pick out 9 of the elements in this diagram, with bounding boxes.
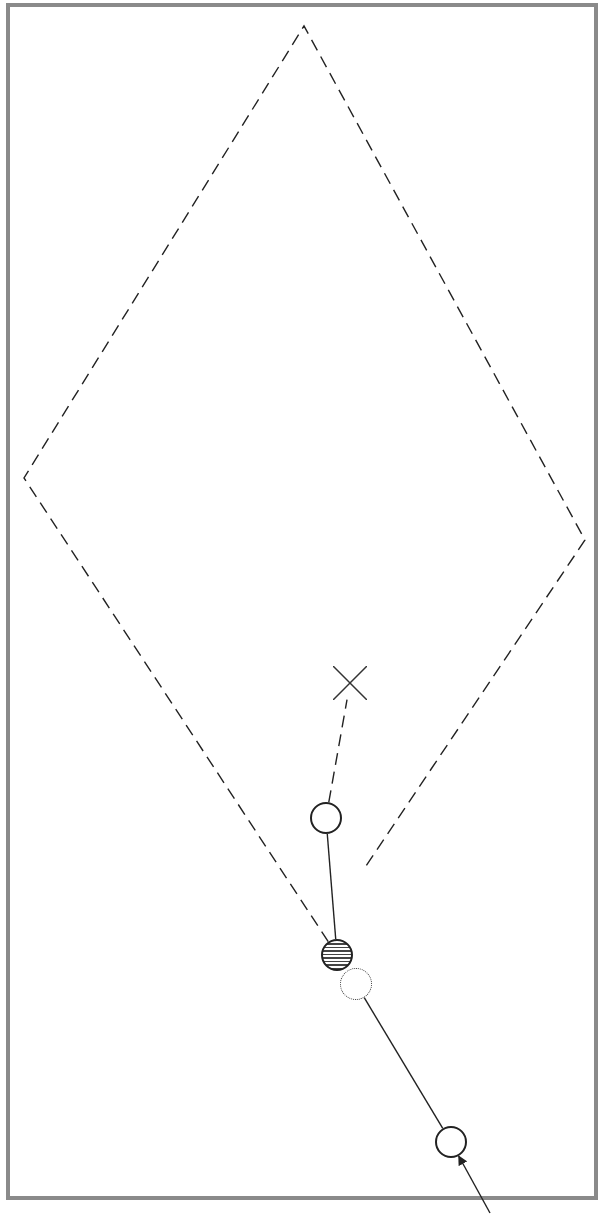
dashed-line (328, 699, 348, 803)
cross-mark (333, 666, 367, 700)
connector-line (363, 997, 444, 1129)
dashed-line (23, 24, 586, 943)
player-circle (310, 802, 342, 834)
connector-line (326, 833, 337, 940)
hatched-circle (321, 939, 353, 971)
player-circle (435, 1126, 467, 1158)
arrow (458, 1155, 491, 1214)
